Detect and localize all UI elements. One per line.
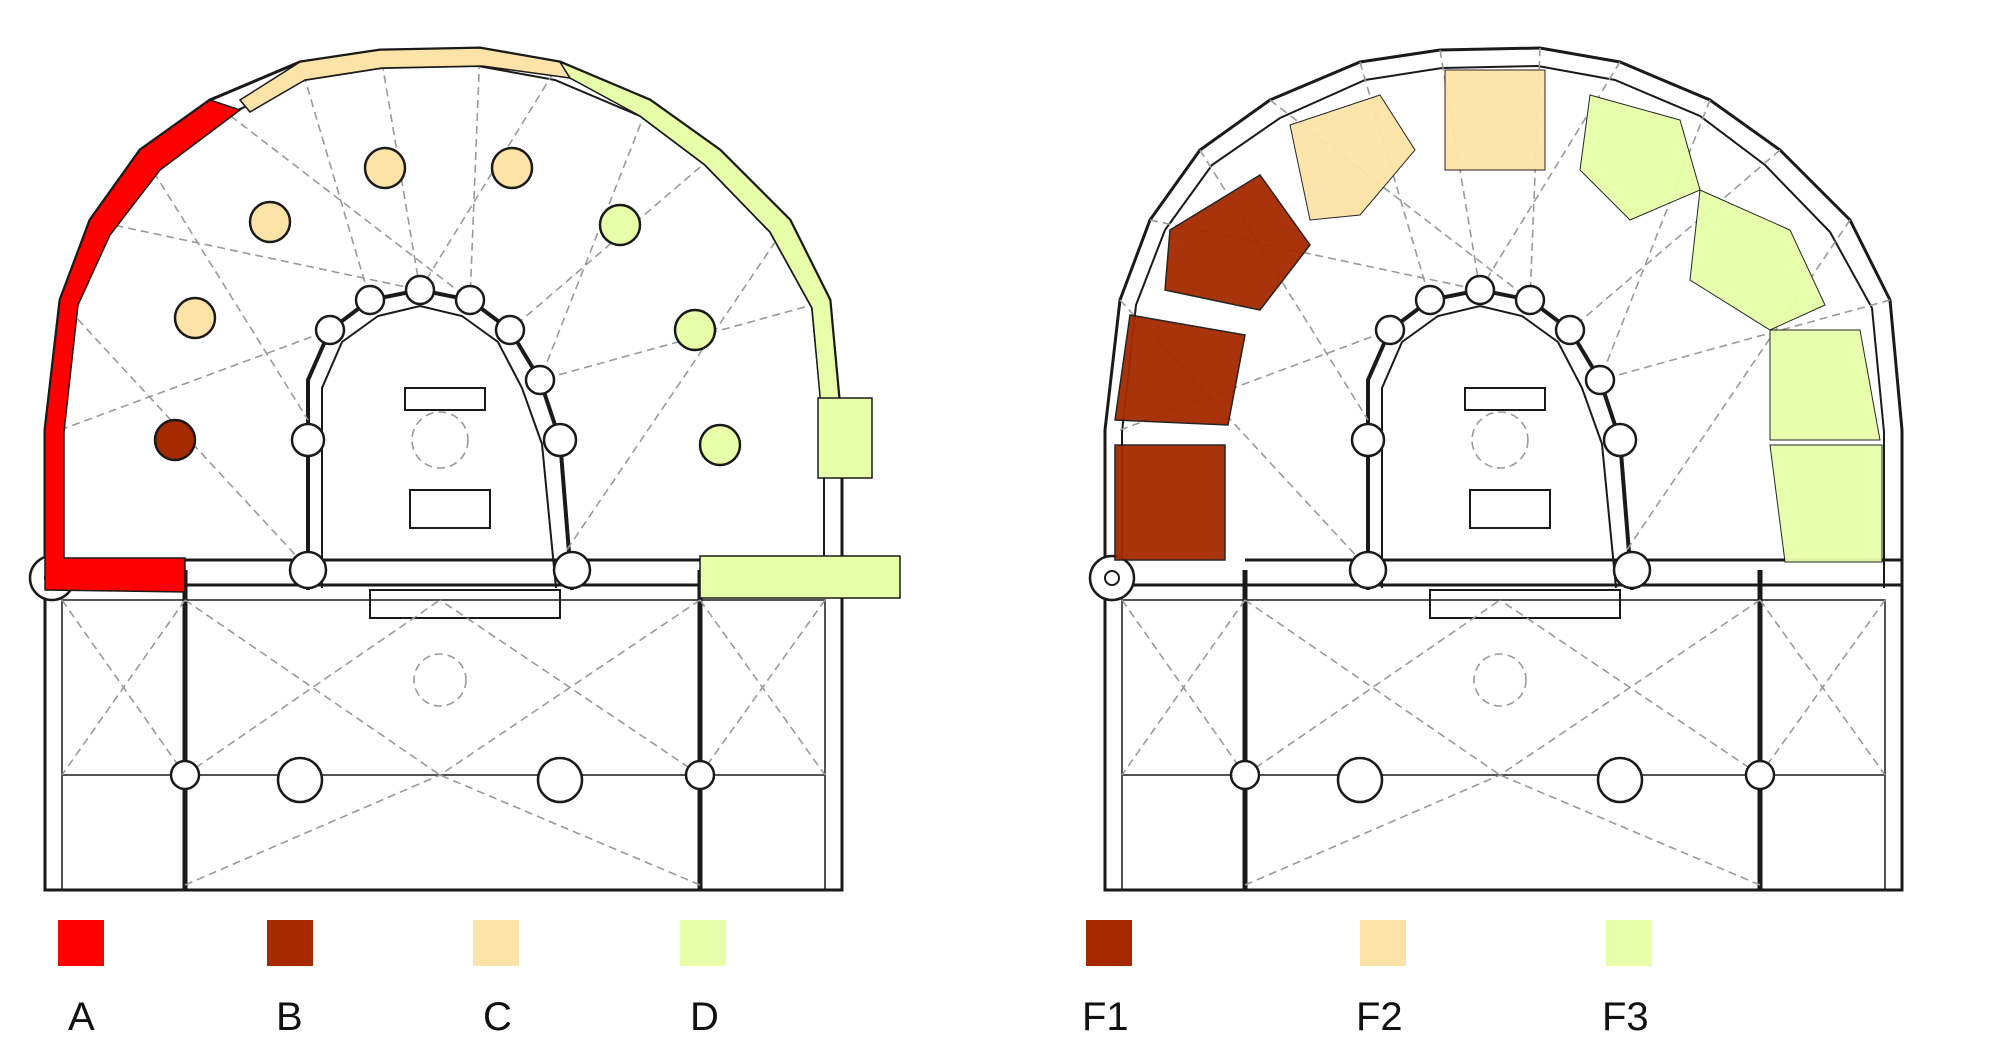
legend-label-f3: F3 xyxy=(1602,995,1649,1039)
legend-swatch-f2 xyxy=(1360,920,1406,966)
legend-swatch-a xyxy=(58,920,104,966)
legend-swatch-f3 xyxy=(1606,920,1652,966)
legend-label-b: B xyxy=(276,995,303,1039)
legend-label-a: A xyxy=(68,995,95,1039)
left-plan-zones xyxy=(44,47,901,599)
legend-label-d: D xyxy=(690,995,719,1039)
right-plan-zones xyxy=(1114,69,1883,563)
legend-label-f2: F2 xyxy=(1356,995,1403,1039)
legend-swatch-b xyxy=(267,920,313,966)
legend-swatch-f1 xyxy=(1086,920,1132,966)
legend-label-c: C xyxy=(483,995,512,1039)
legend-swatch-c xyxy=(473,920,519,966)
legend-label-f1: F1 xyxy=(1082,995,1129,1039)
legend-swatch-d xyxy=(680,920,726,966)
